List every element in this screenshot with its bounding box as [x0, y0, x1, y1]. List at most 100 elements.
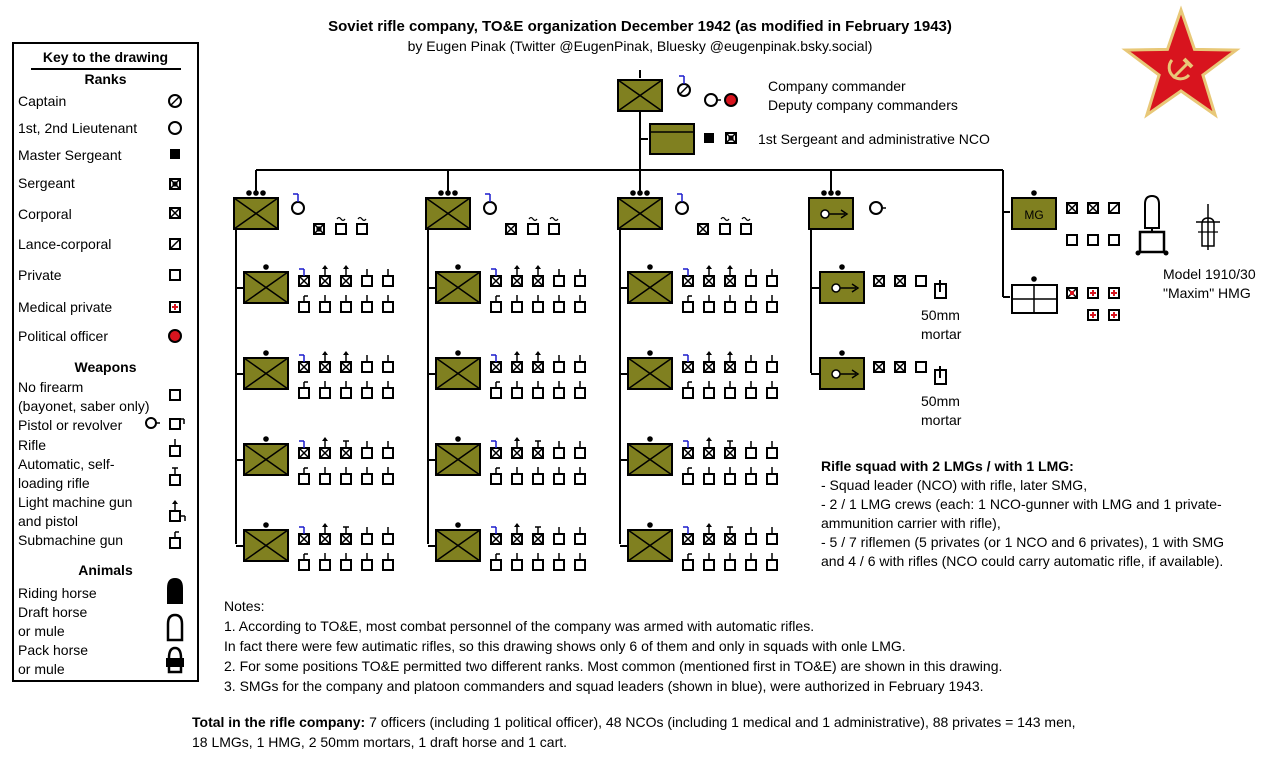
rank-mark	[703, 361, 715, 373]
soldier-icon	[745, 361, 757, 373]
soldier-icon	[527, 223, 539, 235]
squad-desc-line: ammunition carrier with rifle),	[821, 515, 1001, 531]
soldier-icon	[766, 447, 778, 459]
soldier-icon	[682, 559, 694, 571]
unit-size-dot	[455, 522, 461, 528]
soldier-icon	[340, 559, 352, 571]
hmg-icon	[1135, 250, 1141, 256]
rank-mark	[1108, 202, 1120, 214]
rank-mark	[549, 216, 559, 222]
riding-horse-icon	[167, 578, 183, 604]
soldier-icon	[169, 510, 181, 522]
soldier-icon	[511, 559, 523, 571]
animal-pack-label: Pack horse	[18, 642, 89, 658]
unit-size-dot	[839, 350, 845, 356]
rank-mark	[682, 447, 694, 459]
soldier-icon	[298, 559, 310, 571]
soldier-icon	[703, 473, 715, 485]
soldier-icon	[340, 387, 352, 399]
soldier-icon	[703, 559, 715, 571]
mortar-symbol	[831, 369, 841, 379]
notes-block: Notes: 1. According to TO&E, most combat…	[224, 596, 1002, 696]
squad-desc-line: and 4 / 6 with rifles (NCO could carry a…	[821, 553, 1224, 569]
lmg-icon	[514, 351, 520, 355]
soldier-icon	[319, 473, 331, 485]
lmg-icon	[535, 265, 541, 269]
rank-mark	[490, 361, 502, 373]
rank-sergeant-label: Sergeant	[18, 175, 75, 191]
soldier-icon	[574, 387, 586, 399]
soldier-icon	[574, 447, 586, 459]
rank-mark	[298, 533, 310, 545]
weapon-pistol-label: Pistol or revolver	[18, 417, 123, 433]
unit-size-dot	[647, 522, 653, 528]
rank-mark	[490, 447, 502, 459]
squad-desc-line: - 5 / 7 riflemen (5 privates (or 1 NCO a…	[821, 534, 1225, 550]
rank-medical-label: Medical private	[18, 299, 113, 315]
soldier-icon	[553, 301, 565, 313]
hmg-icon	[1138, 230, 1166, 254]
unit-cross	[627, 271, 673, 304]
soldier-icon	[361, 559, 373, 571]
soldier-icon	[382, 473, 394, 485]
mortar-symbol	[851, 283, 860, 293]
unit-size-dot	[263, 436, 269, 442]
soldier-icon	[574, 301, 586, 313]
rank-mark	[319, 361, 331, 373]
soldier-icon	[169, 445, 181, 457]
rank-mark	[720, 216, 730, 222]
rank-mark	[873, 361, 885, 373]
key-title: Key to the drawing	[42, 49, 169, 65]
unit-size-dot	[647, 264, 653, 270]
soldier-icon	[740, 223, 752, 235]
rank-lieutenant-label: 1st, 2nd Lieutenant	[18, 120, 138, 136]
soldier-icon	[298, 473, 310, 485]
lmg-icon	[172, 500, 178, 504]
unit-cross	[425, 197, 471, 230]
rank-mark	[170, 96, 180, 106]
rank-mark	[298, 361, 310, 373]
soldier-icon	[298, 387, 310, 399]
soldier-icon	[724, 473, 736, 485]
soldier-icon	[724, 559, 736, 571]
soldier-icon	[382, 533, 394, 545]
unit-size-dot	[1031, 190, 1037, 196]
first-sergeant-label: 1st Sergeant and administrative NCO	[758, 131, 990, 147]
political-officer-icon	[168, 329, 182, 343]
weapon-smg-label: Submachine gun	[18, 532, 124, 548]
unit-size-dot	[263, 522, 269, 528]
officer-icon	[168, 121, 182, 135]
soldier-icon	[356, 223, 368, 235]
rank-mark	[340, 361, 352, 373]
rank-mark	[340, 533, 352, 545]
soldier-icon	[682, 301, 694, 313]
rank-mark	[1066, 202, 1078, 214]
soldier-icon	[553, 387, 565, 399]
soldier-icon	[574, 473, 586, 485]
unit-cross	[435, 443, 481, 476]
rank-corporal-label: Corporal	[18, 206, 72, 222]
soldier-icon	[682, 473, 694, 485]
lmg-icon	[343, 265, 349, 269]
mg-unit	[1011, 197, 1057, 230]
rank-mark	[340, 447, 352, 459]
soldier-icon	[532, 473, 544, 485]
unit-size-dot	[630, 190, 636, 196]
soldier-icon	[703, 387, 715, 399]
mg-unit-label: MG	[1024, 208, 1043, 222]
soldier-icon	[682, 387, 694, 399]
soldier-icon	[766, 275, 778, 287]
rank-mark	[703, 447, 715, 459]
hmg-label: Model 1910/30"Maxim" HMG	[1163, 266, 1256, 301]
medical-cross-icon	[1070, 291, 1074, 295]
soldier-icon	[1066, 234, 1078, 246]
soldier-icon	[382, 301, 394, 313]
soldier-icon	[703, 301, 715, 313]
key-title-underline	[31, 68, 181, 70]
soldier-icon	[340, 301, 352, 313]
soldier-icon	[361, 387, 373, 399]
unit-size-dot	[821, 190, 827, 196]
soldier-icon	[490, 387, 502, 399]
